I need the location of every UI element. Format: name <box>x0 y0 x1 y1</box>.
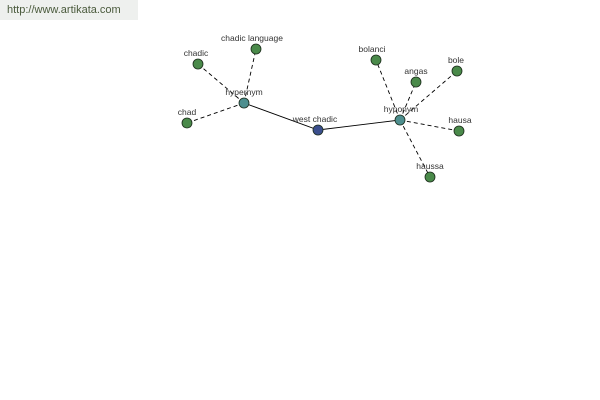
edge-west-chadic-hypernym <box>243 102 319 131</box>
edge-hyponym-bolanci <box>375 59 401 121</box>
edge-hyponym-bole <box>399 70 458 121</box>
node-angas[interactable]: angas <box>404 66 428 88</box>
node-bole[interactable]: bole <box>448 55 464 77</box>
node-chad-dot[interactable] <box>181 117 193 129</box>
source-link[interactable]: http://www.artikata.com <box>0 0 138 20</box>
node-chadic-dot[interactable] <box>192 58 204 70</box>
node-bole-dot[interactable] <box>451 65 463 77</box>
node-center-west-chadic-dot[interactable] <box>312 124 324 136</box>
node-haussa-dot[interactable] <box>424 171 436 183</box>
node-chad-label: chad <box>178 107 197 117</box>
edge-hypernym-chad <box>186 102 245 124</box>
node-haussa[interactable]: haussa <box>416 161 444 183</box>
node-center-west-chadic[interactable]: west chadic <box>292 114 338 136</box>
edge-hyponym-haussa <box>399 119 431 178</box>
node-bolanci-dot[interactable] <box>370 54 382 66</box>
node-chadic[interactable]: chadic <box>184 48 209 70</box>
node-chadic-language[interactable]: chadic language <box>221 33 283 55</box>
node-angas-dot[interactable] <box>410 76 422 88</box>
edge-hyponym-angas <box>399 81 417 121</box>
node-bole-label: bole <box>448 55 464 65</box>
node-bolanci[interactable]: bolanci <box>359 44 386 66</box>
node-relation-hypernym-dot[interactable] <box>238 97 250 109</box>
node-relation-hyponym[interactable]: hyponym <box>384 104 419 126</box>
node-hausa-dot[interactable] <box>453 125 465 137</box>
edge-hypernym-chadic-language <box>243 48 257 104</box>
node-relation-hypernym-label: hypernym <box>225 87 262 97</box>
node-haussa-label: haussa <box>416 161 444 171</box>
node-chadic-language-dot[interactable] <box>250 43 262 55</box>
node-center-west-chadic-label: west chadic <box>292 114 338 124</box>
edge-hypernym-chadic <box>197 63 245 104</box>
node-relation-hyponym-dot[interactable] <box>394 114 406 126</box>
node-bolanci-label: bolanci <box>359 44 386 54</box>
node-hausa[interactable]: hausa <box>448 115 472 137</box>
graph-nodes: chadic chadic language chad hypernym bolanci… <box>178 33 472 183</box>
node-relation-hypernym[interactable]: hypernym <box>225 87 263 109</box>
node-chadic-label: chadic <box>184 48 209 58</box>
node-relation-hyponym-label: hyponym <box>384 104 419 114</box>
node-chadic-language-label: chadic language <box>221 33 283 43</box>
node-hausa-label: hausa <box>448 115 471 125</box>
node-chad[interactable]: chad <box>178 107 197 129</box>
edge-hyponym-hausa <box>399 119 460 132</box>
node-angas-label: angas <box>404 66 427 76</box>
edge-west-chadic-hyponym <box>317 119 401 131</box>
graph-edges <box>186 48 460 178</box>
